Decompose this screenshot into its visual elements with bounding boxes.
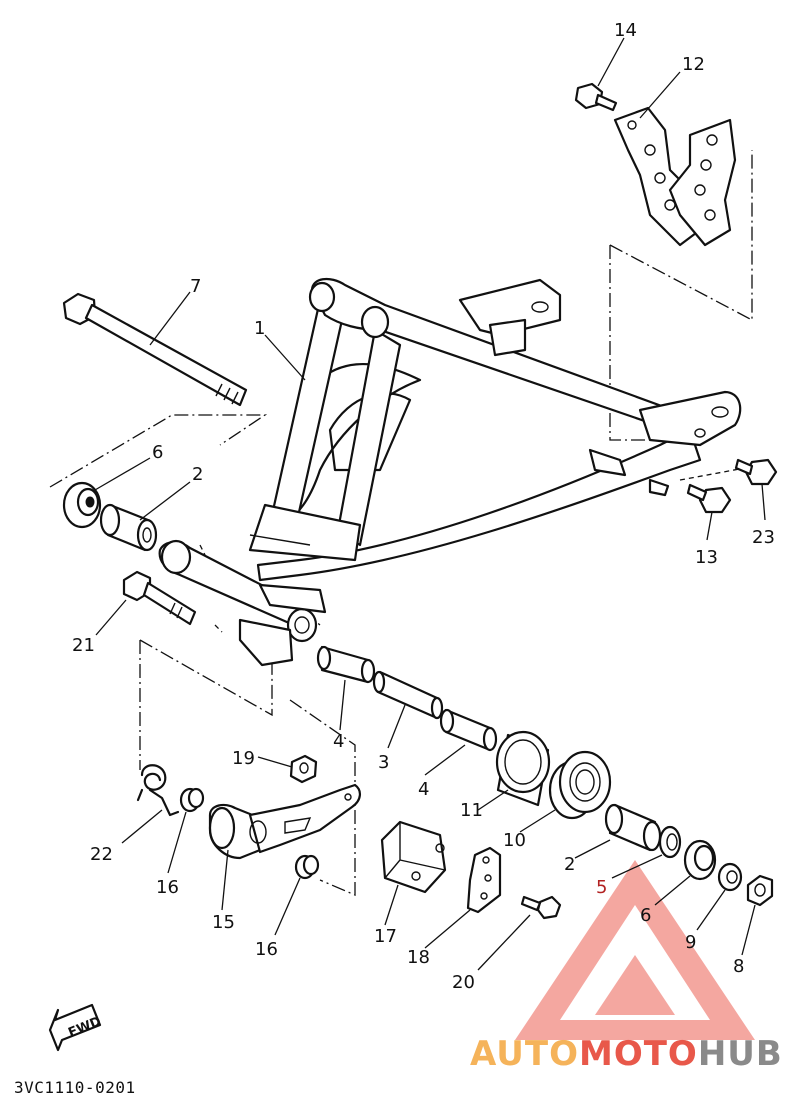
diagram-code: 3VC1110-0201 — [14, 1078, 136, 1097]
watermark-text-hub: HUB — [698, 1034, 783, 1074]
spring-part-22 — [136, 764, 180, 817]
callout-14: 14 — [614, 20, 637, 41]
callout-4-right: 4 — [418, 779, 429, 800]
callout-23: 23 — [752, 527, 775, 548]
bolt-part-13 — [686, 483, 732, 514]
callout-numbers: 14 12 7 1 6 2 13 23 21 4 3 4 19 11 10 2 … — [72, 20, 775, 993]
callout-16-right: 16 — [255, 939, 278, 960]
callout-4-left: 4 — [333, 731, 344, 752]
collar-part-16-right — [294, 854, 320, 880]
callout-8: 8 — [733, 956, 744, 977]
washer-part-5 — [658, 825, 682, 859]
watermark-text-auto: AUTO — [470, 1034, 579, 1074]
forward-arrow: FWD — [48, 1003, 104, 1052]
callout-1: 1 — [254, 318, 265, 339]
callout-12: 12 — [682, 54, 705, 75]
callout-17: 17 — [374, 926, 397, 947]
block-part-17 — [380, 820, 447, 894]
bolt-part-20 — [520, 895, 562, 920]
pivot-shaft-part-7 — [62, 292, 248, 407]
oil-seal-part-6-left — [62, 481, 102, 529]
bracket-part-12 — [613, 106, 737, 247]
callout-19: 19 — [232, 748, 255, 769]
collar-part-4-right — [439, 708, 498, 752]
washer-part-9 — [717, 862, 743, 892]
arm-part-15 — [208, 783, 361, 860]
watermark-triangle-logo — [515, 860, 755, 1040]
watermark-text-moto: MOTO — [579, 1034, 698, 1074]
watermark-text: AUTOMOTOHUB — [470, 1034, 783, 1074]
assembly-reference-lines — [49, 150, 753, 896]
callout-22: 22 — [90, 844, 113, 865]
collar-part-4-left — [316, 645, 376, 684]
callout-6-right: 6 — [640, 905, 651, 926]
bolt-part-21 — [122, 570, 197, 626]
callout-3: 3 — [378, 752, 389, 773]
bolt-part-14 — [574, 82, 618, 112]
callout-20: 20 — [452, 972, 475, 993]
bolt-part-23 — [734, 458, 778, 486]
callout-5: 5 — [596, 877, 607, 898]
callout-2-right: 2 — [564, 854, 575, 875]
callout-11: 11 — [460, 800, 483, 821]
callout-15: 15 — [212, 912, 235, 933]
callout-6-left: 6 — [152, 442, 163, 463]
bushing-part-2-left — [99, 503, 158, 552]
bushing-part-2-right — [604, 803, 662, 852]
callout-2-left: 2 — [192, 464, 203, 485]
plate-part-18 — [466, 846, 502, 914]
callout-10: 10 — [503, 830, 526, 851]
callout-13: 13 — [695, 547, 718, 568]
bearing-part-11 — [495, 730, 551, 807]
callout-16-left: 16 — [156, 877, 179, 898]
nut-part-8 — [746, 874, 774, 907]
oil-seal-part-6-right — [683, 839, 717, 881]
collar-part-16-left — [179, 787, 205, 813]
callout-9: 9 — [685, 932, 696, 953]
swingarm-part — [158, 277, 742, 667]
callout-7: 7 — [190, 276, 201, 297]
callout-21: 21 — [72, 635, 95, 656]
bearing-part-10 — [548, 750, 612, 820]
callout-18: 18 — [407, 947, 430, 968]
leader-lines — [94, 37, 766, 971]
nut-part-19 — [289, 754, 318, 784]
spacer-part-3 — [372, 670, 444, 720]
